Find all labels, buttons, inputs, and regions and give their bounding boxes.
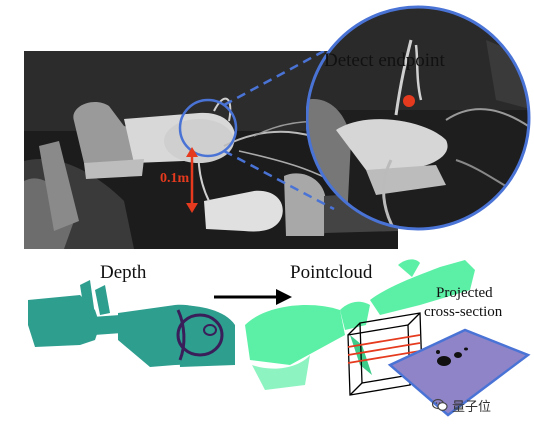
detect-endpoint-label: Detect endpoint <box>324 50 445 71</box>
depth-label: Depth <box>100 262 147 283</box>
projected-label-line2: cross-section <box>424 304 503 320</box>
pointcloud-label: Pointcloud <box>290 262 373 283</box>
projected-label-line1: Projected <box>436 285 493 301</box>
wechat-icon <box>432 398 448 411</box>
depth-map <box>28 280 235 367</box>
cross-section-lines <box>347 334 421 364</box>
lower-panel <box>28 259 531 417</box>
distance-label: 0.1m <box>160 171 190 186</box>
focus-circle <box>178 98 238 158</box>
projected-plane <box>387 328 531 417</box>
depth-to-pointcloud-arrow <box>214 289 292 305</box>
distance-arrow <box>186 147 198 213</box>
watermark-text: 量子位 <box>452 400 492 415</box>
zoom-inset <box>306 5 531 231</box>
endpoint-marker <box>403 95 415 107</box>
